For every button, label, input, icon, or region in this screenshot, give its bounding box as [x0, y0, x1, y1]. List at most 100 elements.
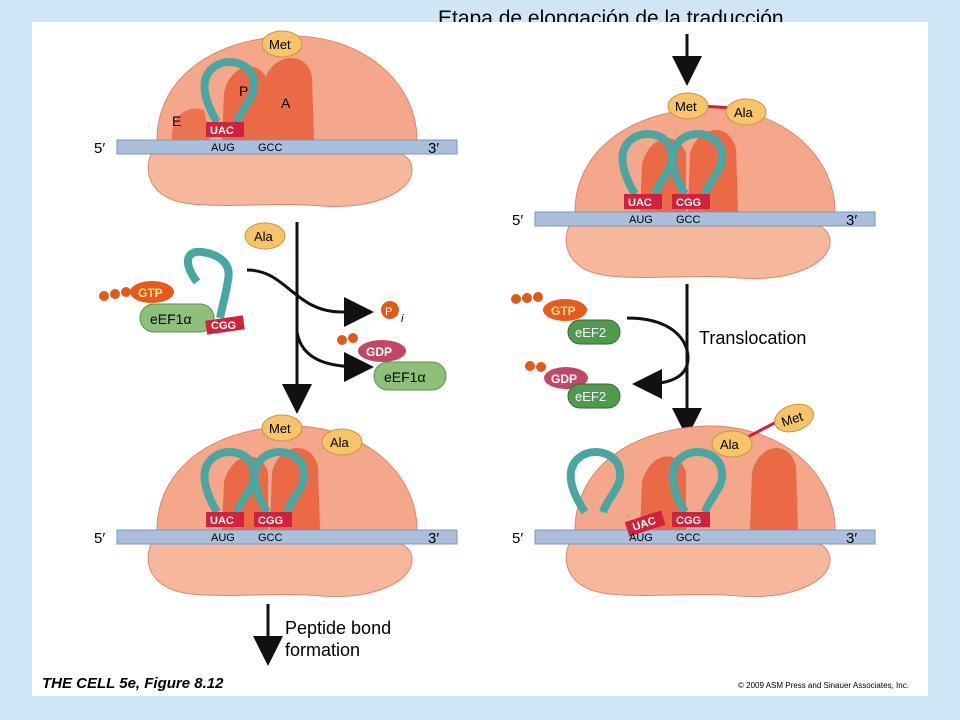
five-prime-label: 5′	[512, 530, 523, 547]
peptide-bond-label-line1: Peptide bond	[285, 618, 391, 638]
anticodon-uac	[206, 122, 244, 137]
mrna-strand	[534, 529, 876, 545]
phosphate-1	[525, 361, 535, 371]
mrna-strand	[534, 211, 876, 227]
amino-acid-ala	[711, 430, 753, 458]
eef1a-gdp-label: eEF1α	[384, 369, 426, 385]
eef2-gdp-protein	[567, 383, 621, 409]
amino-acid-met	[261, 414, 303, 442]
five-prime-label: 5′	[94, 140, 105, 157]
anticodon-cgg-label: CGG	[676, 515, 701, 527]
amino-acid-ala-incoming-label: Ala	[254, 229, 274, 244]
arrow-to-pi	[246, 268, 374, 327]
three-prime-label: 3′	[428, 140, 439, 157]
peptide-bond-label-line2: formation	[285, 640, 360, 660]
gdp-label: GDP	[366, 345, 392, 359]
anticodon-cgg-incoming-label: CGG	[211, 320, 236, 332]
anticodon-uac	[206, 512, 244, 527]
gtp-label: GTP	[551, 304, 576, 318]
trna-met	[200, 58, 259, 125]
amino-acid-ala-label: Ala	[734, 105, 754, 120]
small-subunit	[147, 541, 413, 598]
phosphate-2	[110, 289, 120, 299]
amino-acid-ala	[725, 98, 767, 126]
amino-acid-ala-label: Ala	[720, 437, 740, 452]
three-prime-label: 3′	[428, 530, 439, 547]
eef1a-complex: GTP eEF1α CGG Ala	[99, 222, 286, 335]
pi-p-label: P	[385, 306, 392, 318]
anticodon-cgg	[254, 512, 292, 527]
eef2-gdp-complex: GDP eEF2	[525, 361, 621, 409]
amino-acid-ala-incoming	[244, 222, 286, 250]
anticodon-uac	[624, 194, 662, 209]
ribosome-stage-4: 5′ 3′ UAC CGG AUG GCC Ala Met	[512, 403, 876, 598]
gdp-badge	[358, 340, 406, 362]
codon-gcc-label: GCC	[258, 532, 283, 544]
gdp-phosphate-1	[337, 335, 347, 345]
amino-acid-ala	[321, 428, 363, 456]
five-prime-label: 5′	[94, 530, 105, 547]
amino-acid-met-label: Met	[779, 409, 805, 430]
trna-ala	[250, 448, 309, 515]
phosphate-1	[511, 294, 521, 304]
site-e-label: E	[172, 113, 181, 129]
anticodon-cgg	[672, 512, 710, 527]
amino-acid-met	[774, 403, 814, 433]
gtp-badge	[130, 281, 174, 303]
phosphate-3	[533, 292, 543, 302]
eef1a-gdp-protein	[373, 361, 447, 391]
figure-caption: THE CELL 5e, Figure 8.12	[42, 675, 224, 692]
small-subunit	[147, 151, 413, 208]
anticodon-cgg-label: CGG	[676, 197, 701, 209]
phosphate-3	[121, 287, 131, 297]
three-prime-label: 3′	[846, 530, 857, 547]
codon-aug-label: AUG	[211, 532, 235, 544]
codon-aug-label: AUG	[629, 532, 653, 544]
amino-acid-met-label: Met	[269, 421, 291, 436]
gdp-label: GDP	[551, 372, 577, 386]
translocation-label: Translocation	[699, 328, 806, 348]
anticodon-cgg-label: CGG	[258, 515, 283, 527]
gdp-badge	[544, 367, 588, 389]
e-site	[171, 108, 210, 140]
codon-gcc-label: GCC	[676, 214, 701, 226]
gtp-badge	[543, 299, 587, 321]
a-site-empty	[750, 448, 798, 530]
codon-aug-label: AUG	[629, 214, 653, 226]
three-prime-label: 3′	[846, 212, 857, 229]
arrow-to-gdp	[295, 331, 374, 382]
codon-gcc-label: GCC	[258, 142, 283, 154]
phosphate-1	[99, 291, 109, 301]
amino-acid-met-label: Met	[269, 37, 291, 52]
pi-i-label: i	[401, 313, 404, 325]
site-a-label: A	[281, 95, 291, 111]
elongation-diagram: 5′ 3′ E P A UAC AUG GCC Met GTP eEF1α CG…	[42, 30, 909, 692]
amino-acid-met	[667, 92, 709, 120]
eef2-protein	[567, 319, 621, 345]
trna-ala-incoming	[184, 247, 233, 319]
eef2-label: eEF2	[575, 325, 606, 340]
codon-gcc-label: GCC	[676, 532, 701, 544]
anticodon-uac-label: UAC	[210, 515, 234, 527]
eef1a-protein	[139, 303, 215, 333]
ribosome-stage-1: 5′ 3′ E P A UAC AUG GCC Met	[94, 30, 458, 208]
a-site	[260, 58, 314, 141]
anticodon-uac-label: UAC	[628, 197, 652, 209]
trna-met	[618, 130, 677, 197]
eef2-gtp-complex: GTP eEF2	[511, 292, 621, 345]
amino-acid-ala-label: Ala	[330, 435, 350, 450]
mrna-strand	[116, 139, 458, 155]
anticodon-uac	[624, 510, 666, 537]
mrna-strand	[116, 529, 458, 545]
ribosome-stage-2: 5′ 3′ UAC CGG AUG GCC Met Ala	[512, 92, 876, 280]
ribosome-stage-3: 5′ 3′ UAC CGG AUG GCC Met Ala	[94, 414, 458, 598]
phosphate-2	[536, 362, 546, 372]
phosphate-release: P i	[381, 301, 404, 325]
eef1a-gdp-complex: GDP eEF1α	[337, 333, 447, 391]
five-prime-label: 5′	[512, 212, 523, 229]
phosphate-2	[522, 293, 532, 303]
pi-circle	[381, 301, 399, 319]
gdp-phosphate-2	[348, 333, 358, 343]
eef2-gdp-label: eEF2	[575, 389, 606, 404]
anticodon-cgg	[672, 194, 710, 209]
